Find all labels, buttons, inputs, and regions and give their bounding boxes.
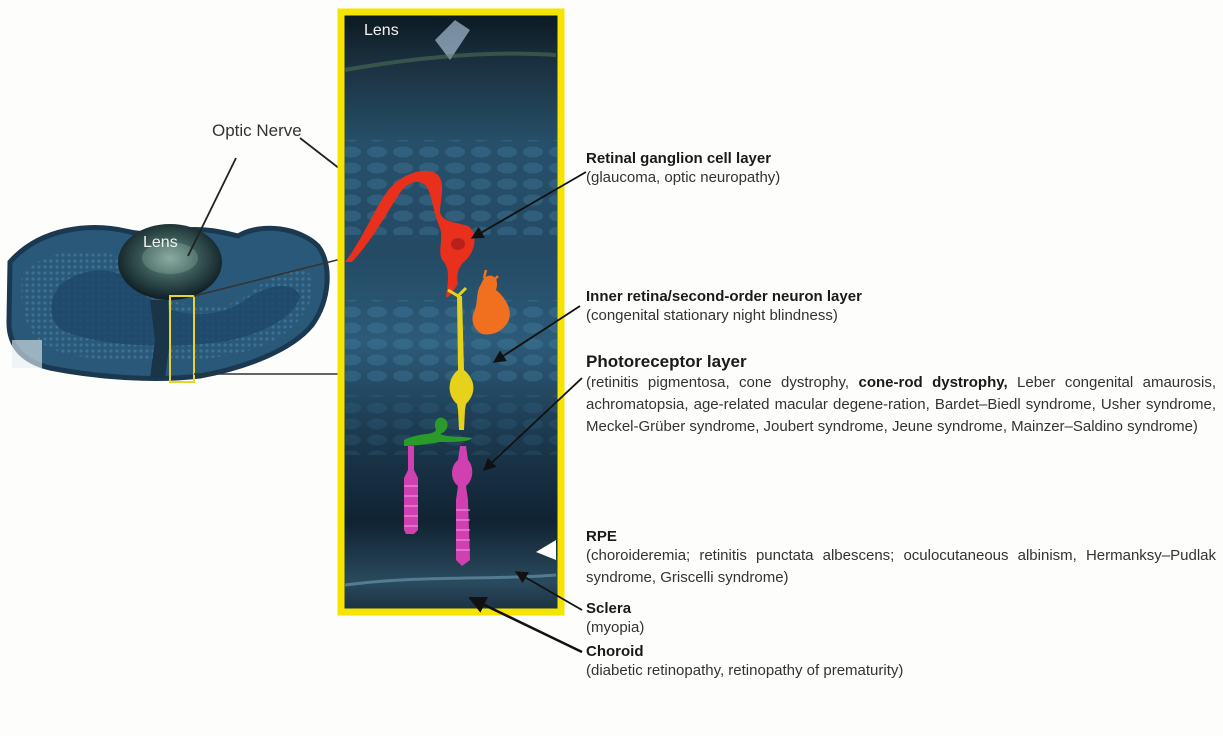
ganglion-nucleus xyxy=(451,238,465,250)
rpe-annotation: RPE (choroideremia; retinitis punctata a… xyxy=(586,528,1216,589)
panel-lens-label: Lens xyxy=(364,22,399,40)
photoreceptor-diseases-bold: cone-rod dystrophy, xyxy=(858,374,1007,391)
sclera-annotation: Sclera (myopia) xyxy=(586,600,886,639)
outer-nuclear-band xyxy=(345,395,557,455)
inner-retina-title: Inner retina/second-order neuron layer xyxy=(586,288,1206,305)
rpe-diseases: (choroideremia; retinitis punctata albes… xyxy=(586,545,1216,589)
sclera-title: Sclera xyxy=(586,600,886,617)
optic-nerve-label: Optic Nerve xyxy=(212,121,302,141)
photoreceptor-diseases-part1: (retinitis pigmentosa, cone dystrophy, xyxy=(586,374,858,391)
photoreceptor-annotation: Photoreceptor layer (retinitis pigmentos… xyxy=(586,352,1216,438)
inner-retina-annotation: Inner retina/second-order neuron layer (… xyxy=(586,288,1206,327)
photoreceptor-diseases: (retinitis pigmentosa, cone dystrophy, c… xyxy=(586,372,1216,438)
photoreceptor-title: Photoreceptor layer xyxy=(586,352,1216,372)
inner-retina-diseases: (congenital stationary night blindness) xyxy=(586,305,1206,327)
rpe-title: RPE xyxy=(586,528,1216,545)
ganglion-layer-diseases: (glaucoma, optic neuropathy) xyxy=(586,167,1206,189)
choroid-diseases: (diabetic retinopathy, retinopathy of pr… xyxy=(586,660,1206,682)
choroid-title: Choroid xyxy=(586,643,1206,660)
ganglion-layer-annotation: Retinal ganglion cell layer (glaucoma, o… xyxy=(586,150,1206,189)
white-strip xyxy=(12,340,42,368)
choroid-annotation: Choroid (diabetic retinopathy, retinopat… xyxy=(586,643,1206,682)
retina-panel xyxy=(341,12,561,612)
eye-lens-label: Lens xyxy=(143,234,178,252)
sclera-diseases: (myopia) xyxy=(586,617,886,639)
ganglion-layer-title: Retinal ganglion cell layer xyxy=(586,150,1206,167)
